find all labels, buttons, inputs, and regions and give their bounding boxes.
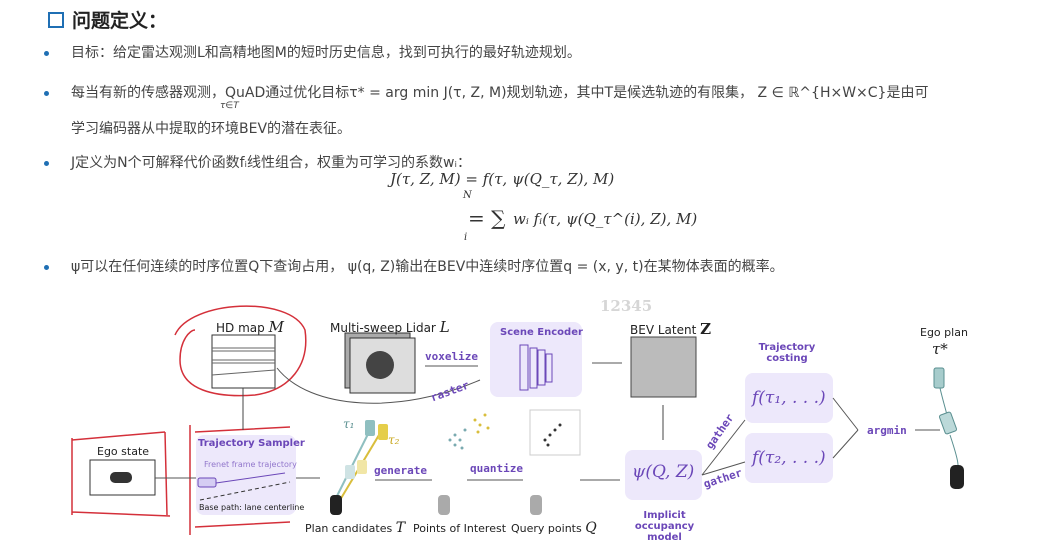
cost-panel-2 (745, 433, 833, 483)
tau2-label: τ₂ (388, 433, 400, 447)
quantize-label: quantize (470, 462, 523, 475)
query-points-label: Query points Q (511, 520, 597, 536)
scene-encoder-label: Scene Encoder (500, 327, 583, 338)
base-path-label: Base path: lane centerline (199, 503, 305, 512)
bullet-text: 每当有新的传感器观测，QuAD通过优化目标τ* = arg min J(τ, Z… (71, 85, 929, 101)
bullet-goal: 目标：给定雷达观测L和高精地图M的短时历史信息，找到可执行的最好轨迹规划。 (44, 42, 581, 62)
ego-car-icon (110, 472, 132, 483)
watermark: 12345 (600, 297, 653, 315)
bullet-text: J定义为N个可解释代价函数fᵢ线性组合，权重为可学习的系数wᵢ： (71, 155, 471, 171)
bullet-dot-icon (44, 50, 49, 56)
title-text: 问题定义： (72, 10, 168, 32)
trajectory-costing-label: Trajectory costing (758, 342, 816, 364)
lidar-label: Multi-sweep Lidar L (330, 318, 450, 336)
query-grid (529, 409, 581, 456)
annotation-circle (174, 305, 307, 397)
ego-plan-symbol: τ* (932, 340, 948, 358)
trajectory-sampler-panel (196, 435, 296, 515)
argmin-label: argmin (867, 424, 907, 437)
hd-map-box (211, 334, 276, 389)
equation-line1: J(τ, Z, M) = f(τ, ψ(Q_τ, Z), M) (390, 170, 615, 188)
bullet-dot-icon (44, 264, 49, 270)
cost-fn-2: f(τ₂, . . .) (752, 448, 826, 468)
bullet-objective-line2: 学习编码器从中提取的环境BEV的潜在表征。 (71, 121, 352, 137)
car-icon (330, 495, 342, 515)
cost-panel-1 (745, 373, 833, 423)
points-interest-label: Points of Interest (413, 522, 507, 535)
equation-line2: wᵢ fᵢ(τ, ψ(Q_τ^(i), Z), M) (513, 210, 698, 228)
annotation-bracket-ego (71, 431, 171, 517)
occupancy-label: Implicit occupancy model (634, 510, 695, 543)
sampler-title: Trajectory Sampler (198, 438, 305, 449)
occupancy-panel (625, 450, 702, 500)
sum-sign: = ∑ (468, 206, 506, 230)
voxelize-label: voxelize (425, 350, 478, 363)
square-bullet-icon (48, 11, 64, 28)
ego-plan-label: Ego plan (920, 326, 968, 339)
ego-plan-car-icon (950, 465, 964, 489)
bullet-dot-icon (44, 90, 49, 96)
argmin-subscript: τ∈T (220, 101, 239, 111)
ego-state-label: Ego state (97, 445, 150, 458)
sum-lower: i (464, 232, 468, 243)
frenet-label: Frenet frame trajectory (204, 460, 297, 469)
plan-candidates-label: Plan candidates T (305, 520, 406, 536)
bullet-cost: J定义为N个可解释代价函数fᵢ线性组合，权重为可学习的系数wᵢ： (44, 152, 471, 172)
hd-map-label: HD map M (216, 318, 284, 336)
sum-upper: N (463, 190, 472, 201)
bev-latent-label: BEV Latent Z (630, 320, 712, 338)
scene-encoder-panel (490, 322, 582, 397)
bullet-text: ψ可以在任何连续的时序位置Q下查询占用， ψ(q, Z)输出在BEV中连续时序位… (71, 259, 784, 275)
cost-fn-1: f(τ₁, . . .) (752, 388, 826, 408)
slide-title: 问题定义： (48, 6, 167, 33)
bev-latent-image (630, 336, 697, 398)
bullet-dot-icon (44, 160, 49, 166)
tau1-label: τ₁ (343, 417, 355, 431)
bullet-objective: 每当有新的传感器观测，QuAD通过优化目标τ* = arg min J(τ, Z… (44, 82, 928, 102)
bullet-occupancy: ψ可以在任何连续的时序位置Q下查询占用， ψ(q, Z)输出在BEV中连续时序位… (44, 256, 784, 276)
generate-label: generate (374, 464, 427, 477)
bullet-text: 目标：给定雷达观测L和高精地图M的短时历史信息，找到可执行的最好轨迹规划。 (71, 45, 581, 61)
occupancy-fn: ψ(Q, Z) (632, 462, 695, 482)
